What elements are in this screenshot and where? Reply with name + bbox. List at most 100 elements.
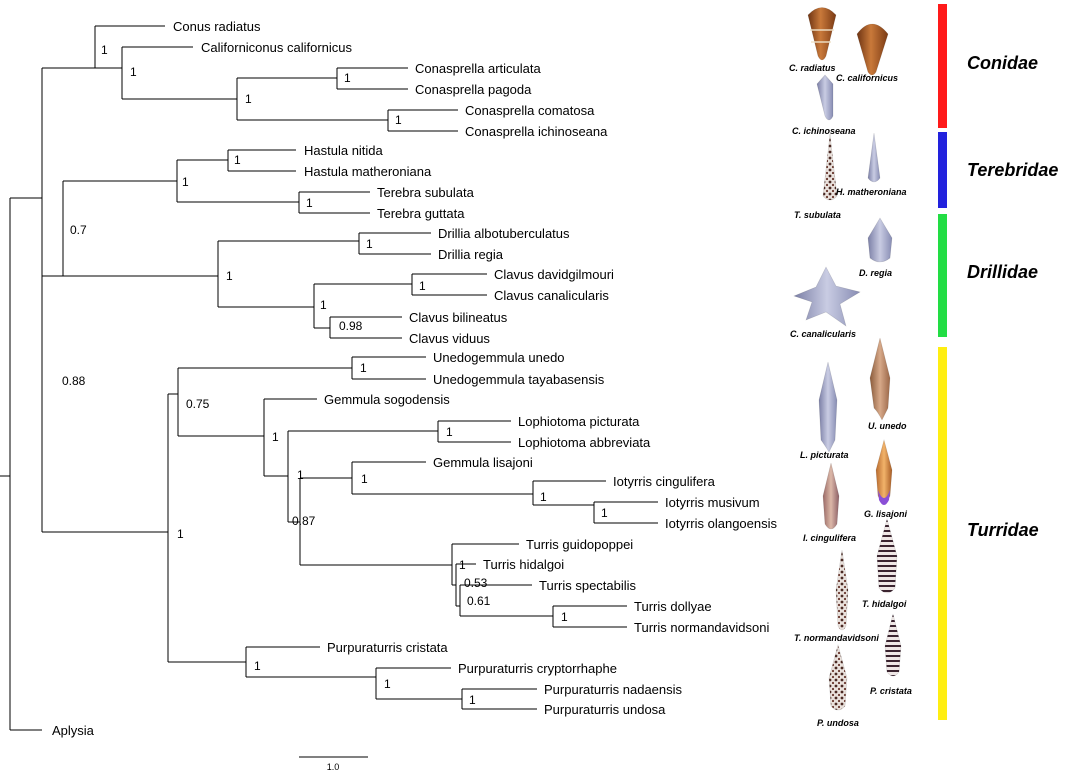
taxon-label: Turris hidalgoi	[483, 557, 564, 572]
family-name-conidae: Conidae	[967, 53, 1038, 73]
support-value: 1	[177, 527, 184, 541]
cone-shell-c-radiatus	[807, 7, 837, 61]
scale-bar-label: 1.0	[327, 762, 340, 771]
support-value: 1	[419, 279, 426, 293]
auger-shell-h-matheroniana	[867, 132, 881, 183]
family-bar-conidae	[938, 4, 947, 128]
taxon-label: Hastula matheroniana	[304, 164, 432, 179]
taxon-label: Conasprella ichinoseana	[465, 124, 608, 139]
support-value: 1	[360, 361, 367, 375]
shell-label: T. subulata	[794, 210, 841, 220]
turrid-shell-p-undosa	[828, 643, 848, 711]
support-value: 0.61	[467, 594, 491, 608]
taxon-label: Iotyrris olangoensis	[665, 516, 777, 531]
family-bar-drillidae	[938, 214, 947, 337]
taxon-label: Californiconus californicus	[201, 40, 353, 55]
taxon-label: Gemmula sogodensis	[324, 392, 450, 407]
taxon-label: Gemmula lisajoni	[433, 455, 533, 470]
support-value: 1	[245, 92, 252, 106]
turrid-shell-t-normandavidsoni	[835, 549, 849, 631]
taxon-label: Conasprella pagoda	[415, 82, 532, 97]
taxon-label: Drillia regia	[438, 247, 504, 262]
support-value: 1	[101, 43, 108, 57]
shell-label: P. cristata	[870, 686, 912, 696]
taxon-label: Unedogemmula unedo	[433, 350, 565, 365]
shell-label: C. canalicularis	[790, 329, 856, 339]
turrid-shell-i-cingulifera	[822, 462, 840, 530]
support-value: 1	[361, 472, 368, 486]
support-value: 0.87	[292, 514, 316, 528]
support-value: 1	[446, 425, 453, 439]
taxon-label: Lophiotoma picturata	[518, 414, 640, 429]
taxon-label: Conasprella articulata	[415, 61, 542, 76]
taxon-label: Conus radiatus	[173, 19, 261, 34]
family-name-drillidae: Drillidae	[967, 262, 1038, 282]
turrid-shell-t-hidalgoi	[876, 517, 898, 594]
turrid-shell-l-picturata	[818, 361, 838, 453]
support-value: 1	[254, 659, 261, 673]
support-value: 1	[130, 65, 137, 79]
scale-bar: 1.0	[299, 756, 368, 771]
tree-branches	[0, 25, 658, 731]
support-value: 1	[469, 693, 476, 707]
shell-labels: C. radiatus C. californicus C. ichinosea…	[789, 63, 912, 728]
taxon-label: Terebra subulata	[377, 185, 475, 200]
shell-label: P. undosa	[817, 718, 859, 728]
taxon-label: Purpuraturris undosa	[544, 702, 666, 717]
shell-banding	[810, 29, 834, 43]
support-value: 1	[226, 269, 233, 283]
shell-aperture	[878, 490, 890, 505]
shell-label: U. unedo	[868, 421, 907, 431]
turrid-shell-p-cristata	[884, 613, 902, 677]
support-value: 1	[297, 468, 304, 482]
support-value: 1	[384, 677, 391, 691]
support-value: 1	[306, 196, 313, 210]
support-value: 0.75	[186, 397, 210, 411]
shell-label: T. normandavidsoni	[794, 633, 879, 643]
family-name-turridae: Turridae	[967, 520, 1039, 540]
family-name-terebridae: Terebridae	[967, 160, 1058, 180]
support-value: 1	[459, 558, 466, 572]
support-value: 1	[395, 113, 402, 127]
taxon-label: Unedogemmula tayabasensis	[433, 372, 605, 387]
shell-label: H. matheroniana	[836, 187, 907, 197]
taxon-label: Clavus davidgilmouri	[494, 267, 614, 282]
family-annotations: Conidae Terebridae Drillidae Turridae	[938, 4, 1058, 720]
taxon-label: Purpuraturris cristata	[327, 640, 448, 655]
taxon-label: Conasprella comatosa	[465, 103, 595, 118]
cone-shell-c-californicus	[856, 23, 889, 76]
taxon-label: Clavus canalicularis	[494, 288, 609, 303]
auger-shell-t-subulata	[822, 133, 838, 201]
taxon-label: Lophiotoma abbreviata	[518, 435, 651, 450]
support-value: 1	[320, 298, 327, 312]
support-value: 0.53	[464, 576, 488, 590]
shell-label: G. lisajoni	[864, 509, 908, 519]
support-value: 0.7	[70, 223, 87, 237]
taxon-label: Purpuraturris nadaensis	[544, 682, 683, 697]
shell-label: D. regia	[859, 268, 892, 278]
support-value: 1	[561, 610, 568, 624]
taxon-label: Iotyrris cingulifera	[613, 474, 716, 489]
cone-shell-c-ichinoseana	[816, 74, 834, 121]
support-value: 1	[601, 506, 608, 520]
shell-illustrations	[793, 7, 902, 711]
support-value: 1	[344, 71, 351, 85]
support-value: 1	[272, 430, 279, 444]
support-value: 1	[234, 153, 241, 167]
shell-label: L. picturata	[800, 450, 849, 460]
family-bar-terebridae	[938, 132, 947, 208]
taxon-label: Turris spectabilis	[539, 578, 637, 593]
support-value: 1	[366, 237, 373, 251]
taxon-label: Turris dollyae	[634, 599, 712, 614]
shell-label: C. radiatus	[789, 63, 836, 73]
taxon-label: Hastula nitida	[304, 143, 384, 158]
support-value: 0.88	[62, 374, 86, 388]
support-value: 1	[182, 175, 189, 189]
support-value: 1	[540, 490, 547, 504]
taxon-label: Iotyrris musivum	[665, 495, 760, 510]
turrid-shell-d-regia	[867, 217, 893, 263]
family-bar-turridae	[938, 347, 947, 720]
taxon-label: Terebra guttata	[377, 206, 465, 221]
taxon-label: Clavus bilineatus	[409, 310, 508, 325]
